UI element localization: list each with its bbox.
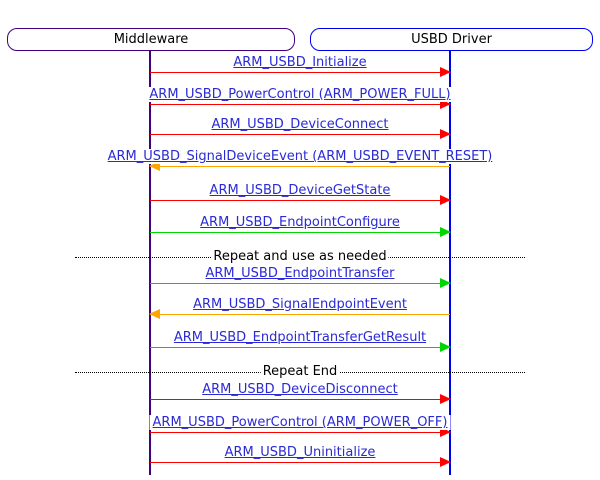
message-arm-usbd-uninitialize: ARM_USBD_Uninitialize [150, 442, 451, 467]
message-arm-usbd-powercontrol-full: ARM_USBD_PowerControl (ARM_POWER_FULL) [146, 84, 454, 109]
actor-box-middleware: Middleware [7, 28, 295, 51]
message-link-arm-usbd-signaldeviceevent[interactable]: ARM_USBD_SignalDeviceEvent (ARM_USBD_EVE… [104, 149, 496, 164]
separator-label-repeat-start: Repeat and use as needed [211, 249, 389, 265]
message-arm-usbd-endpointtransfer: ARM_USBD_EndpointTransfer [150, 263, 451, 288]
message-arm-usbd-endpointtransfergetresult: ARM_USBD_EndpointTransferGetResult [150, 327, 451, 352]
arrowhead-right-icon [440, 457, 451, 467]
message-arm-usbd-deviceconnect: ARM_USBD_DeviceConnect [150, 114, 451, 139]
arrow-line [150, 283, 450, 284]
actor-label-usbd-driver: USBD Driver [411, 32, 492, 47]
arrow-line [150, 347, 450, 348]
message-link-arm-usbd-devicedisconnect[interactable]: ARM_USBD_DeviceDisconnect [199, 382, 401, 397]
lifeline-middleware [149, 51, 151, 475]
actor-label-middleware: Middleware [113, 32, 189, 47]
message-arm-usbd-signalendpointevent: ARM_USBD_SignalEndpointEvent [149, 294, 450, 319]
separator-label-repeat-end: Repeat End [260, 364, 340, 380]
arrow-line [150, 200, 450, 201]
arrow-line [150, 104, 450, 105]
arrowhead-right-icon [440, 278, 451, 288]
fragment-separator-repeat-start: Repeat and use as needed [75, 249, 525, 265]
arrowhead-right-icon [440, 129, 451, 139]
message-link-arm-usbd-endpointconfigure[interactable]: ARM_USBD_EndpointConfigure [197, 215, 403, 230]
arrowhead-right-icon [440, 195, 451, 205]
arrowhead-left-icon [149, 309, 160, 319]
message-link-arm-usbd-endpointtransfergetresult[interactable]: ARM_USBD_EndpointTransferGetResult [170, 330, 430, 345]
message-arm-usbd-initialize: ARM_USBD_Initialize [150, 52, 451, 77]
message-link-arm-usbd-devicegetstate[interactable]: ARM_USBD_DeviceGetState [206, 183, 394, 198]
fragment-separator-repeat-end: Repeat End [75, 364, 525, 380]
arrow-line [150, 314, 450, 315]
message-arm-usbd-powercontrol-off: ARM_USBD_PowerControl (ARM_POWER_OFF) [149, 412, 451, 437]
arrowhead-right-icon [440, 342, 451, 352]
arrowhead-right-icon [440, 227, 451, 237]
arrow-line [150, 232, 450, 233]
actor-box-usbd-driver: USBD Driver [310, 28, 593, 51]
arrowhead-right-icon [440, 427, 451, 437]
arrow-line [150, 432, 450, 433]
message-arm-usbd-devicegetstate: ARM_USBD_DeviceGetState [150, 180, 451, 205]
arrow-line [150, 399, 450, 400]
arrowhead-right-icon [440, 394, 451, 404]
arrow-line [150, 166, 450, 167]
message-link-arm-usbd-powercontrol-off[interactable]: ARM_USBD_PowerControl (ARM_POWER_OFF) [149, 415, 451, 430]
arrowhead-left-icon [149, 161, 160, 171]
arrowhead-right-icon [440, 67, 451, 77]
message-arm-usbd-devicedisconnect: ARM_USBD_DeviceDisconnect [150, 379, 451, 404]
message-link-arm-usbd-deviceconnect[interactable]: ARM_USBD_DeviceConnect [208, 117, 392, 132]
message-arm-usbd-endpointconfigure: ARM_USBD_EndpointConfigure [150, 212, 451, 237]
arrow-line [150, 72, 450, 73]
message-link-arm-usbd-endpointtransfer[interactable]: ARM_USBD_EndpointTransfer [202, 266, 398, 281]
message-arm-usbd-signaldeviceevent: ARM_USBD_SignalDeviceEvent (ARM_USBD_EVE… [104, 146, 496, 171]
arrowhead-right-icon [440, 99, 451, 109]
message-link-arm-usbd-powercontrol-full[interactable]: ARM_USBD_PowerControl (ARM_POWER_FULL) [146, 87, 454, 102]
arrow-line [150, 134, 450, 135]
message-link-arm-usbd-initialize[interactable]: ARM_USBD_Initialize [230, 55, 370, 70]
message-link-arm-usbd-signalendpointevent[interactable]: ARM_USBD_SignalEndpointEvent [190, 297, 410, 312]
message-link-arm-usbd-uninitialize[interactable]: ARM_USBD_Uninitialize [221, 445, 379, 460]
lifeline-usbd-driver [449, 51, 451, 475]
arrow-line [150, 462, 450, 463]
